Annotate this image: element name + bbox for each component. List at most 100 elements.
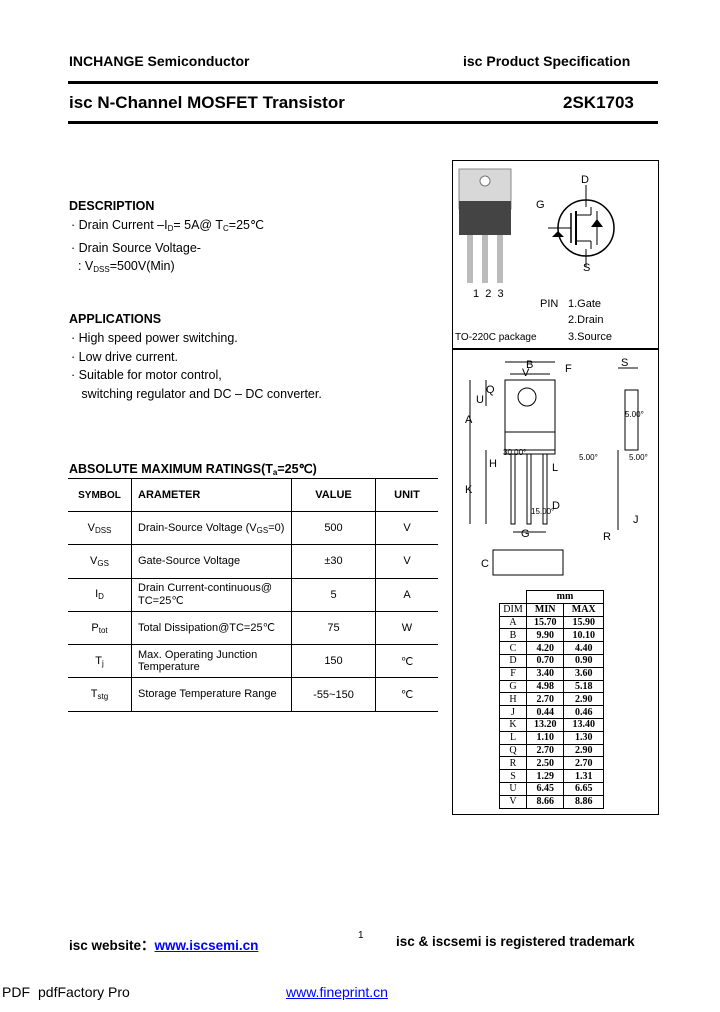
dim-min: 4.98 [525,679,565,694]
dim-min: 9.90 [525,628,565,643]
rating-parameter: Gate-Source Voltage [131,544,292,579]
dim-unit: mm [526,590,604,604]
document-title: isc N-Channel MOSFET Transistor [69,93,345,112]
rating-symbol: Ptot [68,611,132,646]
drawing-box: B V F S Q U A H L K D G J R C 30.00° 15.… [452,349,659,815]
dim-max: 8.86 [563,794,604,809]
dim-max: 2.90 [563,692,604,707]
dim-max: 13.40 [563,717,604,732]
package-type: TO-220C package [455,332,537,343]
rating-parameter: Total Dissipation@TC=25℃ [131,611,292,646]
dim-letter: U [499,781,527,796]
col-value: VALUE [291,478,376,512]
fineprint-link[interactable]: www.fineprint.cn [286,984,388,1000]
applications-list: · High speed power switching. · Low driv… [71,329,411,403]
dim-letter: J [499,705,527,719]
dim-label-l: L [552,462,559,474]
dim-min: 0.44 [525,705,565,719]
dim-letter: D [499,653,527,668]
dim-max: 10.10 [563,628,604,643]
application-item: · Suitable for motor control, [71,368,222,382]
dim-letter: L [499,730,527,745]
rating-symbol: Tstg [68,677,132,712]
header-rule-bottom [68,121,658,124]
col-min: MIN [525,602,565,617]
part-number: 2SK1703 [563,93,634,112]
angle-15: 15.00° [531,507,555,516]
dim-min: 3.40 [525,666,565,681]
rating-unit: ℃ [375,677,438,712]
rating-value: 150 [291,644,376,679]
col-symbol: SYMBOL [68,478,132,512]
dim-min: 8.66 [525,794,565,809]
dim-min: 2.70 [525,692,565,707]
spec-text: Product Specification [486,53,631,69]
rating-unit: W [375,611,438,646]
ratings-heading: ABSOLUTE MAXIMUM RATINGS(Ta=25℃) [69,462,317,477]
dim-label-a: A [465,414,473,426]
pin-heading: PIN [540,298,559,310]
package-box: D G S 1 2 3 PIN 1.Gate 2.Drain 3.Source … [452,160,659,349]
dim-min: 6.45 [525,781,565,796]
rating-value: 500 [291,511,376,546]
company-name: INCHANGE Semiconductor [69,53,250,69]
dim-min: 1.10 [525,730,565,745]
dim-min: 13.20 [525,717,565,732]
header-rule-top [68,81,658,84]
pin-numbers: 1 2 3 [473,288,504,300]
rating-value: 75 [291,611,376,646]
spec-prefix: isc [463,53,483,69]
dim-label-k: K [465,484,473,496]
dim-letter: G [499,679,527,694]
dim-label-s: S [621,357,629,369]
description-line-2: · Drain Source Voltage- [71,240,201,255]
pin-g-label: G [536,199,545,211]
dim-max: 6.65 [563,781,604,796]
dim-label-f: F [565,363,572,375]
rating-symbol: ID [68,578,132,612]
rating-value: ±30 [291,544,376,579]
website-line: isc website：www.iscsemi.cn [69,934,258,954]
dim-label-j: J [633,514,639,526]
website-link[interactable]: www.iscsemi.cn [154,938,259,953]
trademark-note: isc & iscsemi is registered trademark [396,934,635,949]
dim-letter: A [499,615,527,630]
pin3-label: 3.Source [568,331,613,343]
dim-label-g: G [521,528,530,540]
dim-max: 15.90 [563,615,604,630]
dim-letter: C [499,641,527,655]
website-label: isc website： [69,938,155,953]
pin-d-label: D [581,174,589,186]
angle-5-b: 5.00° [579,453,598,462]
dim-label-u: U [476,394,484,406]
dim-header-row: DIM MIN MAX [499,602,604,617]
dim-min: 0.70 [525,653,565,668]
rating-unit: ℃ [375,644,438,679]
dim-unit-row: mm [500,590,604,604]
application-item: · Low drive current. [71,349,178,364]
rating-unit: V [375,511,438,546]
description-text: · Drain Current –ID= 5A@ TC=25℃ · Drain … [71,216,401,280]
dim-letter: B [499,628,527,643]
dim-label-q: Q [486,384,495,396]
dim-min: 2.70 [525,743,565,758]
col-parameter: ARAMETER [131,478,292,512]
description-line-1: · Drain Current –ID= 5A@ TC=25℃ [71,218,265,233]
ratings-header-row: SYMBOL ARAMETER VALUE UNIT [68,478,438,512]
rating-unit: A [375,578,438,612]
dim-max: 2.90 [563,743,604,758]
